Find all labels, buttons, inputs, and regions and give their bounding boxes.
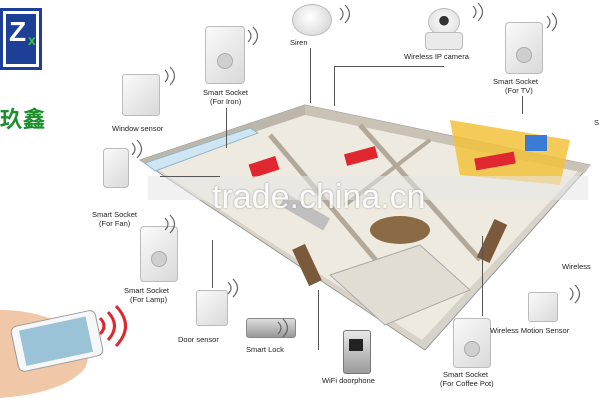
kitchen-counter — [279, 193, 331, 231]
wifi-icon — [164, 66, 176, 86]
leader-line — [334, 66, 444, 67]
house-floorplan-illustration — [138, 104, 591, 351]
socket-tv-label-2: (For TV) — [505, 86, 533, 95]
logo-letter: Z — [9, 16, 27, 47]
smart-socket-iron-device — [205, 26, 245, 84]
door — [476, 219, 508, 263]
leader-line — [160, 176, 220, 177]
doorphone-screen — [349, 339, 363, 351]
smart-socket-tv-device — [505, 22, 543, 74]
wifi-icon — [569, 284, 581, 304]
phone-signal-icon — [98, 316, 106, 336]
wifi-icon — [247, 26, 259, 46]
camera-base — [425, 32, 463, 50]
smartphone-screen — [19, 316, 94, 366]
window-sensor-device — [122, 74, 160, 116]
red-bed — [343, 146, 379, 166]
doorphone-label: WiFi doorphone — [322, 376, 375, 385]
wifi-signal-icons — [339, 2, 581, 304]
dining-table — [370, 216, 430, 244]
ip-camera-device — [428, 8, 460, 36]
door-sensor-label: Door sensor — [178, 335, 219, 344]
motion-sensor-label: Wireless Motion Sensor — [490, 326, 570, 335]
wifi-icon — [277, 318, 289, 338]
socket-fan-label-1: Smart Socket — [92, 210, 138, 219]
socket-fan-label-2: (For Fan) — [99, 219, 131, 228]
socket-lamp-label-2: (For Lamp) — [130, 295, 168, 304]
wifi-icon — [227, 278, 239, 298]
leader-line — [318, 290, 319, 350]
motion-sensor-device — [528, 292, 558, 322]
smart-socket-lamp-device — [140, 226, 178, 282]
leader-line — [212, 240, 213, 288]
red-sofa — [248, 156, 280, 178]
siren-device — [292, 4, 332, 36]
siren-label: Siren — [290, 38, 308, 47]
leader-line — [522, 96, 523, 114]
red-bed — [474, 151, 516, 171]
wifi-icon — [339, 4, 351, 24]
wifi-icon — [131, 139, 143, 159]
socket-lamp-label-1: Smart Socket — [124, 286, 170, 295]
partial-label-right: Wireless — [562, 262, 591, 271]
window-sensor-label: Window sensor — [112, 124, 164, 133]
leader-line — [226, 108, 227, 148]
socket-iron-label-1: Smart Socket — [203, 88, 249, 97]
leader-line — [334, 66, 335, 106]
logo-sub-letter: x — [28, 32, 36, 48]
phone-signal-icon — [106, 310, 116, 342]
camera-label: Wireless IP camera — [404, 52, 469, 61]
watermark-band — [148, 176, 588, 200]
leader-line — [310, 48, 311, 103]
socket-iron-label-2: (For Iron) — [210, 97, 242, 106]
company-logo: Z x — [0, 8, 42, 70]
logo-mark: Z x — [6, 14, 36, 64]
glass-railing — [143, 127, 260, 172]
socket-coffee-label-2: (For Coffee Pot) — [440, 379, 494, 388]
smart-lock-label: Smart Lock — [246, 345, 284, 354]
wifi-signal-icons-left — [0, 26, 289, 398]
door-sensor-device — [196, 290, 228, 326]
wifi-icon — [546, 12, 558, 32]
leader-line — [482, 236, 483, 316]
interior-wall — [268, 133, 382, 267]
partial-label-top-right: S — [594, 118, 600, 127]
phone-signal-icon — [114, 304, 127, 348]
smart-socket-small-device — [103, 148, 129, 188]
wifi-doorphone-device — [343, 330, 371, 374]
smart-socket-coffee-device — [453, 318, 491, 368]
blue-wardrobe — [525, 135, 547, 151]
bathroom — [329, 244, 471, 326]
logo-chinese-text: 玖鑫 — [0, 108, 47, 133]
watermark-text: trade.china.cn — [212, 178, 426, 216]
wifi-icon — [472, 2, 484, 22]
door — [292, 243, 322, 287]
smart-lock-device — [246, 318, 296, 338]
socket-coffee-label-1: Smart Socket — [443, 370, 489, 379]
wifi-icon — [164, 214, 176, 234]
socket-tv-label-1: Smart Socket — [493, 77, 539, 86]
